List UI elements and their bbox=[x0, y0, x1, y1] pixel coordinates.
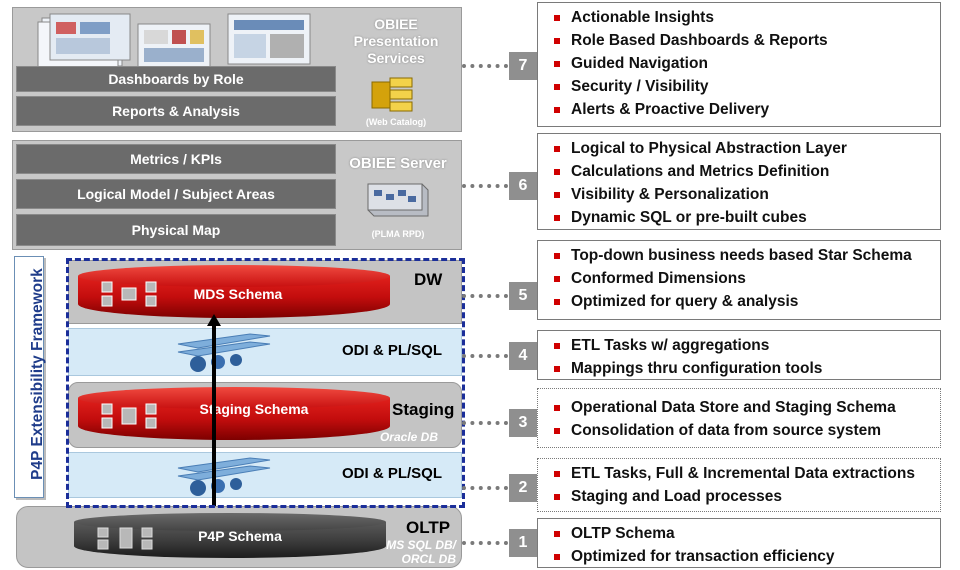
step-6-box: Logical to Physical Abstraction Layer Ca… bbox=[537, 133, 941, 230]
flow-arrow bbox=[207, 314, 221, 522]
physical-map-bar: Physical Map bbox=[16, 214, 336, 246]
step-badge-1: 1 bbox=[509, 529, 537, 557]
step-5-item: Optimized for query & analysis bbox=[554, 291, 940, 314]
step-7-item: Actionable Insights bbox=[554, 7, 940, 30]
step-3-item: Operational Data Store and Staging Schem… bbox=[554, 397, 940, 420]
connector-2 bbox=[462, 486, 508, 490]
step-3-item: Consolidation of data from source system bbox=[554, 420, 940, 443]
step-4-item: ETL Tasks w/ aggregations bbox=[554, 335, 940, 358]
step-7-item: Guided Navigation bbox=[554, 53, 940, 76]
step-2-box: ETL Tasks, Full & Incremental Data extra… bbox=[537, 458, 941, 512]
staging-tag: Staging bbox=[392, 400, 455, 419]
step-1-item: OLTP Schema bbox=[554, 523, 940, 546]
step-4-item: Mappings thru configuration tools bbox=[554, 358, 940, 381]
logical-model-bar: Logical Model / Subject Areas bbox=[16, 179, 336, 209]
etl-upper-icon bbox=[177, 333, 271, 372]
connector-7 bbox=[462, 64, 508, 68]
p4p-schema-label: P4P Schema bbox=[198, 528, 282, 544]
step-badge-6: 6 bbox=[509, 172, 537, 200]
oltp-tag: OLTP bbox=[406, 518, 451, 537]
connector-3 bbox=[462, 421, 508, 425]
step-badge-7: 7 bbox=[509, 52, 537, 80]
step-badge-3: 3 bbox=[509, 409, 537, 437]
step-5-item: Conformed Dimensions bbox=[554, 268, 940, 291]
step-7-item: Role Based Dashboards & Reports bbox=[554, 30, 940, 53]
obiee-server-title: OBIEE Server bbox=[349, 155, 447, 172]
mds-schema-label: MDS Schema bbox=[193, 286, 283, 302]
step-6-item: Calculations and Metrics Definition bbox=[554, 161, 940, 184]
dashboard-thumbnails-icon bbox=[37, 13, 311, 71]
etl-lower-icon bbox=[177, 457, 271, 496]
step-1-item: Optimized for transaction efficiency bbox=[554, 546, 940, 569]
step-6-item: Logical to Physical Abstraction Layer bbox=[554, 138, 940, 161]
plma-rpd-caption: (PLMA RPD) bbox=[371, 229, 425, 239]
p4p-schema-cylinder bbox=[74, 513, 386, 558]
step-7-box: Actionable Insights Role Based Dashboard… bbox=[537, 2, 941, 127]
framework-side-box bbox=[14, 256, 44, 498]
step-5-item: Top-down business needs based Star Schem… bbox=[554, 245, 940, 268]
web-catalog-caption: (Web Catalog) bbox=[365, 117, 427, 127]
dw-tag: DW bbox=[414, 270, 443, 289]
connector-5 bbox=[462, 294, 508, 298]
connector-6 bbox=[462, 184, 508, 188]
step-2-item: ETL Tasks, Full & Incremental Data extra… bbox=[554, 463, 940, 486]
dashboards-by-role-bar: Dashboards by Role bbox=[16, 66, 336, 92]
staging-schema-cylinder bbox=[78, 387, 390, 440]
mds-schema-cylinder bbox=[78, 265, 390, 318]
reports-analysis-bar: Reports & Analysis bbox=[16, 96, 336, 126]
rpd-model-icon bbox=[367, 183, 429, 217]
step-7-item: Alerts & Proactive Delivery bbox=[554, 99, 940, 122]
step-1-box: OLTP Schema Optimized for transaction ef… bbox=[537, 518, 941, 568]
step-4-box: ETL Tasks w/ aggregations Mappings thru … bbox=[537, 330, 941, 380]
step-badge-2: 2 bbox=[509, 474, 537, 502]
framework-label: P4P Extensibility Framework bbox=[29, 268, 46, 480]
step-5-box: Top-down business needs based Star Schem… bbox=[537, 240, 941, 320]
step-badge-5: 5 bbox=[509, 282, 537, 310]
presentation-services-title: OBIEE Presentation Services bbox=[353, 16, 439, 66]
etl-upper-label: ODI & PL/SQL bbox=[342, 342, 443, 359]
etl-lower-label: ODI & PL/SQL bbox=[342, 465, 443, 482]
connector-4 bbox=[462, 354, 508, 358]
step-7-item: Security / Visibility bbox=[554, 76, 940, 99]
oracle-db-tag: Oracle DB bbox=[379, 430, 438, 444]
connector-1 bbox=[462, 541, 508, 545]
oltp-db-tag: MS SQL DB/ ORCL DB bbox=[386, 538, 456, 566]
framework-frame bbox=[66, 258, 465, 508]
step-6-item: Visibility & Personalization bbox=[554, 184, 940, 207]
step-6-item: Dynamic SQL or pre-built cubes bbox=[554, 207, 940, 230]
step-2-item: Staging and Load processes bbox=[554, 486, 940, 509]
staging-schema-label: Staging Schema bbox=[199, 401, 309, 417]
step-badge-4: 4 bbox=[509, 342, 537, 370]
step-3-box: Operational Data Store and Staging Schem… bbox=[537, 388, 941, 448]
metrics-kpis-bar: Metrics / KPIs bbox=[16, 144, 336, 174]
web-catalog-icon bbox=[371, 77, 413, 112]
